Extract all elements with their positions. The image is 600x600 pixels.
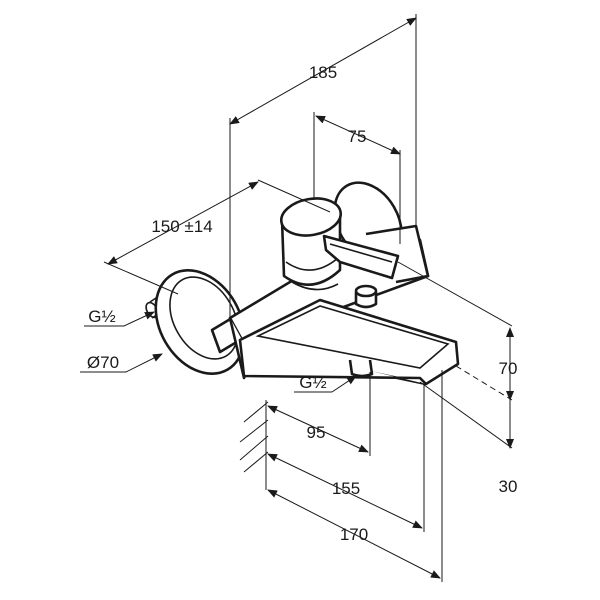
callout-outlet-thread: G½: [294, 373, 357, 393]
wall-hatching: [239, 400, 269, 490]
label-185: 185: [309, 63, 337, 82]
label-inlet-thread: G½: [88, 307, 115, 326]
dim-total-projection: 170: [267, 370, 443, 582]
label-170: 170: [340, 525, 368, 544]
label-70: 70: [499, 359, 518, 378]
label-outlet-thread: G½: [299, 373, 326, 392]
dim-spout-projection: 155: [267, 384, 425, 532]
label-diameter: Ø70: [87, 353, 119, 372]
label-30: 30: [499, 477, 518, 496]
spout: [238, 298, 460, 386]
dim-connection-spacing: 150 ±14: [103, 179, 331, 295]
label-75: 75: [348, 127, 367, 146]
label-95: 95: [307, 423, 326, 442]
label-155: 155: [332, 479, 360, 498]
dim-outlet-projection: 95: [267, 372, 371, 456]
callout-rosette-diameter: Ø70: [80, 353, 163, 373]
label-150: 150 ±14: [151, 217, 212, 236]
callout-inlet-thread: G½: [84, 307, 155, 327]
mixer-handle: [279, 197, 400, 291]
dim-handle-offset: 75: [313, 112, 401, 244]
diverter-knob: [354, 284, 378, 309]
dim-heights: 70 30: [397, 261, 518, 496]
faucet-body: [145, 181, 460, 386]
